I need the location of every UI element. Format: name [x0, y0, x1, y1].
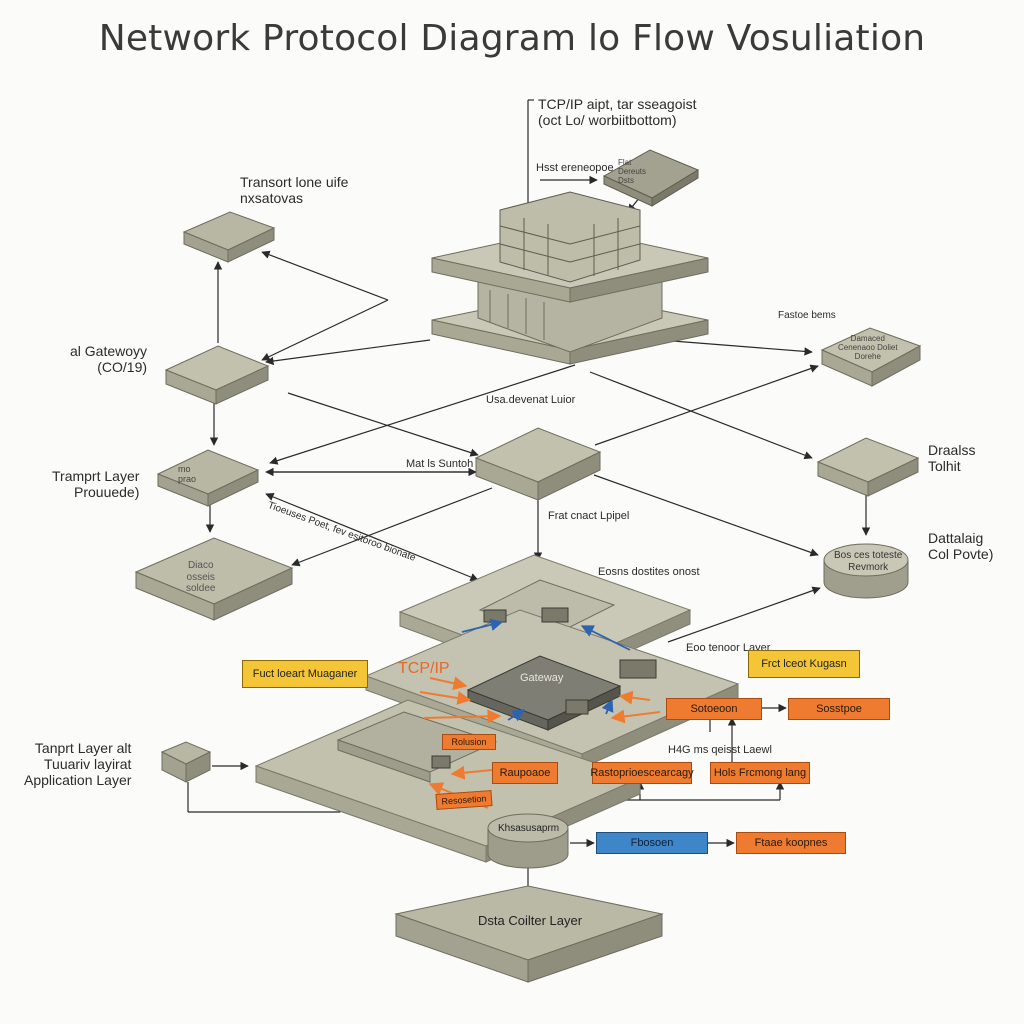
gateway-cube — [164, 345, 270, 405]
connector-g — [269, 364, 576, 465]
label-gateway-left: al Gatewoyy (CO/19) — [70, 343, 148, 376]
tag-yellow-left: Fuct loeart Muaganer — [242, 660, 368, 688]
connector-n — [593, 474, 819, 557]
label-fruct-layer: Frat cnact Lpipel — [548, 510, 630, 522]
tag-orange-1: Sotoeoon — [666, 698, 762, 720]
transport-top-cube — [182, 211, 276, 263]
label-transport-left: Tramprt Layer Prouuede) — [52, 468, 140, 501]
label-mat-sontol: Mat ls Suntoh — [406, 458, 474, 470]
tag-orange-6: Ftaae koopnes — [736, 832, 846, 854]
tag-orange-4: Rastoprioescearcagy — [590, 762, 694, 784]
label-transport-top: Transort lone uife nxsatovas — [240, 174, 349, 207]
application-cube — [160, 741, 212, 783]
node-dial-text: Diaco osseis soldee — [186, 560, 216, 594]
label-tcpip-orange: TCP/IP — [398, 660, 450, 677]
tag-orange-5: Hols Frcmong lang — [710, 762, 810, 784]
tag-yellow-right: Frct lceot Kugasn — [748, 650, 860, 678]
label-draalss: Draalss Tolhit — [928, 442, 976, 475]
tag-blue-1: Fbosoen — [596, 832, 708, 854]
node-right-mid-text: Damaced Cenenaoo Doliet Dorehe — [838, 334, 898, 362]
connector-d — [265, 339, 431, 366]
platform-chips — [431, 607, 657, 769]
label-usa-layer: Usa.devenat Luior — [486, 394, 576, 406]
connector-q — [265, 492, 479, 582]
label-application-left: Tanprt Layer alt Tuuariv layirat Applica… — [24, 740, 132, 789]
node-cylinder-right-text: Bos ces toteste Revmork — [834, 550, 903, 573]
right-mid-box — [820, 327, 922, 387]
label-rasto-deme: Fastoe bems — [778, 310, 836, 321]
data-collector-plate — [394, 885, 664, 983]
chip-cube — [602, 149, 700, 207]
node-cylinder-bottom-text: Khsasusaprm — [498, 823, 560, 834]
node-top-chip-text: Flat Dereuts Dsts — [618, 158, 647, 186]
tag-orange-small-1: Rolusion — [442, 734, 496, 750]
label-tcpip-top: TCP/IP aipt, tar sseagoist (oct Lo/ worb… — [538, 96, 697, 129]
transport-cube — [156, 449, 260, 507]
connector-f — [659, 339, 813, 356]
node-transport-text: mo prao — [178, 464, 197, 485]
tag-orange-3: Raupoaoe — [492, 762, 558, 784]
connector-lines — [187, 99, 871, 897]
connector-b — [261, 299, 389, 361]
connector-s — [667, 586, 821, 643]
connector-a — [261, 250, 389, 301]
label-hag-layer: H4G ms qeisst Laewl — [668, 744, 772, 756]
bottom-cylinder — [487, 813, 569, 869]
right-cube — [816, 437, 920, 497]
connector-k — [589, 371, 813, 460]
center-cube — [474, 427, 602, 501]
dial-cube — [134, 537, 294, 621]
tag-orange-2: Sosstpoe — [788, 698, 890, 720]
label-dattalaig: Dattalaig Col Povte) — [928, 530, 994, 563]
node-gateway-center-text: Gateway — [520, 672, 564, 684]
page-title: Network Protocol Diagram lo Flow Vosulia… — [98, 18, 926, 59]
top-server-stack — [431, 191, 709, 365]
connector-h — [287, 392, 479, 457]
node-bottom-plate-text: Dsta Coilter Layer — [478, 913, 583, 928]
connector-l — [594, 364, 819, 446]
label-eosns: Eosns dostites onost — [598, 566, 700, 578]
label-host-ref: Hsst ereneopoe — [536, 162, 614, 174]
blue-flow-arrows — [461, 618, 631, 722]
right-cylinder — [823, 543, 909, 599]
orange-flow-arrows — [419, 676, 661, 809]
